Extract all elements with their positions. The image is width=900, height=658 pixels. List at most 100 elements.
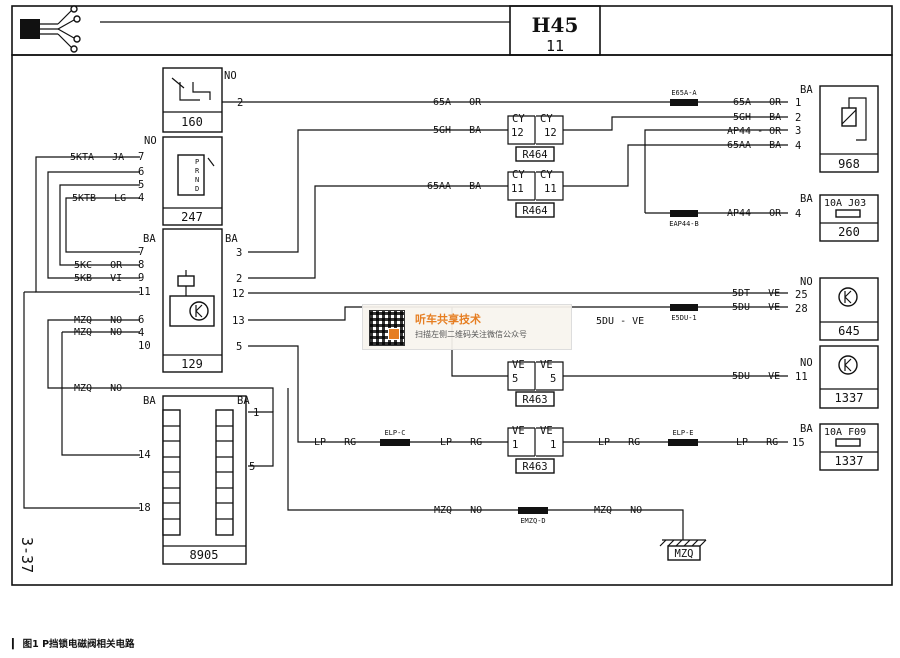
svg-text:1: 1 bbox=[253, 407, 259, 419]
svg-text:5GH - BA: 5GH - BA bbox=[433, 125, 481, 136]
svg-text:4: 4 bbox=[795, 208, 801, 220]
svg-text:AP44 - OR: AP44 - OR bbox=[727, 208, 782, 219]
svg-text:BA: BA bbox=[800, 423, 813, 435]
splice-E5DU-1: E5DU-1 bbox=[670, 304, 698, 322]
splice-EMZQ-D: EMZQ-D bbox=[518, 507, 548, 525]
svg-text:MZQ - NO: MZQ - NO bbox=[434, 505, 482, 516]
svg-text:247: 247 bbox=[181, 210, 203, 224]
svg-text:65A - OR: 65A - OR bbox=[433, 97, 482, 108]
splice-EAP44-B: EAP44-B bbox=[669, 210, 699, 228]
svg-text:12: 12 bbox=[544, 127, 557, 139]
svg-text:2: 2 bbox=[236, 273, 242, 285]
svg-text:160: 160 bbox=[181, 115, 203, 129]
figure-caption: ▎ 图1 P挡锁电磁阀相关电路 bbox=[12, 636, 135, 650]
sheet-number: 11 bbox=[546, 37, 564, 55]
connector-r464-12: CY 12 CY 12 R464 bbox=[507, 113, 564, 162]
svg-text:8905: 8905 bbox=[190, 548, 219, 562]
svg-text:BA: BA bbox=[143, 395, 156, 407]
svg-text:12: 12 bbox=[511, 127, 524, 139]
wire-labels: 5KTA - JA 5KTB - LG 5KC - OR 5KB - VI MZ… bbox=[70, 97, 782, 516]
component-247: 247 P R N D NO 7 6 5 4 bbox=[138, 135, 223, 226]
svg-text:LP - RG: LP - RG bbox=[314, 437, 356, 448]
svg-text:CY: CY bbox=[512, 169, 525, 181]
svg-text:5: 5 bbox=[550, 373, 556, 385]
svg-text:129: 129 bbox=[181, 357, 203, 371]
svg-text:R464: R464 bbox=[522, 149, 547, 161]
svg-text:5: 5 bbox=[512, 373, 518, 385]
component-645: 645 NO 25 28 bbox=[795, 276, 879, 341]
figure-number: 图1 bbox=[22, 639, 39, 650]
svg-text:LP - RG: LP - RG bbox=[440, 437, 482, 448]
svg-text:ELP-C: ELP-C bbox=[384, 429, 405, 437]
side-reference: 3-37 bbox=[18, 537, 36, 573]
svg-text:BA: BA bbox=[800, 84, 813, 96]
svg-text:NO: NO bbox=[144, 135, 157, 147]
svg-text:MZQ - NO: MZQ - NO bbox=[594, 505, 642, 516]
svg-text:LP - RG: LP - RG bbox=[736, 437, 778, 448]
svg-text:CY: CY bbox=[512, 113, 525, 125]
svg-text:4: 4 bbox=[795, 140, 801, 152]
svg-text:R464: R464 bbox=[522, 205, 547, 217]
svg-text:R463: R463 bbox=[522, 461, 547, 473]
svg-text:65AA - BA: 65AA - BA bbox=[727, 140, 781, 151]
svg-text:BA: BA bbox=[800, 193, 813, 205]
svg-text:14: 14 bbox=[138, 449, 151, 461]
component-1337-upper: 1337 NO 11 bbox=[795, 345, 879, 409]
svg-text:P: P bbox=[195, 158, 199, 166]
ground-mzq: MZQ bbox=[659, 539, 707, 561]
svg-text:1: 1 bbox=[550, 439, 556, 451]
svg-text:65AA - BA: 65AA - BA bbox=[427, 181, 481, 192]
figure-title: P挡锁电磁阀相关电路 bbox=[42, 639, 135, 650]
svg-text:5KTB - LG: 5KTB - LG bbox=[72, 193, 126, 204]
svg-text:7: 7 bbox=[138, 246, 144, 258]
svg-text:645: 645 bbox=[838, 324, 860, 338]
svg-text:9: 9 bbox=[138, 272, 144, 284]
svg-text:5KTA - JA: 5KTA - JA bbox=[70, 152, 124, 163]
svg-text:5: 5 bbox=[236, 341, 242, 353]
svg-text:VE: VE bbox=[540, 359, 553, 371]
splice-ELP-E: ELP-E bbox=[668, 429, 698, 446]
component-260: 260 10A J03 BA 4 bbox=[795, 193, 879, 242]
header-frame bbox=[11, 5, 893, 56]
splice-E65A-A: E65A-A bbox=[670, 89, 698, 106]
svg-text:18: 18 bbox=[138, 502, 151, 514]
component-1337-lower: 1337 10A F09 BA 15 bbox=[792, 423, 879, 471]
svg-text:5GH - BA: 5GH - BA bbox=[733, 112, 781, 123]
svg-text:EMZQ-D: EMZQ-D bbox=[520, 517, 545, 525]
svg-text:5KC - OR: 5KC - OR bbox=[74, 260, 123, 271]
svg-text:MZQ - NO: MZQ - NO bbox=[74, 383, 122, 394]
harness-logo bbox=[20, 5, 81, 53]
svg-text:15: 15 bbox=[792, 437, 805, 449]
component-160: 160 NO 2 bbox=[162, 67, 243, 133]
svg-text:11: 11 bbox=[795, 371, 808, 383]
wires bbox=[23, 101, 788, 540]
main-frame bbox=[11, 54, 893, 586]
svg-text:E5DU-1: E5DU-1 bbox=[671, 314, 696, 322]
svg-text:LP - RG: LP - RG bbox=[598, 437, 640, 448]
svg-text:MZQ - NO: MZQ - NO bbox=[74, 315, 122, 326]
svg-text:11: 11 bbox=[544, 183, 557, 195]
svg-text:12: 12 bbox=[232, 288, 245, 300]
svg-text:E65A-A: E65A-A bbox=[671, 89, 697, 97]
svg-text:3: 3 bbox=[236, 247, 242, 259]
svg-text:N: N bbox=[195, 176, 199, 184]
svg-text:7: 7 bbox=[138, 151, 144, 163]
svg-text:10A F09: 10A F09 bbox=[824, 427, 866, 438]
svg-text:ELP-E: ELP-E bbox=[672, 429, 693, 437]
svg-text:1: 1 bbox=[795, 97, 801, 109]
svg-text:1337: 1337 bbox=[835, 454, 864, 468]
svg-text:D: D bbox=[195, 185, 199, 193]
svg-text:11: 11 bbox=[511, 183, 524, 195]
figure-marker: ▎ bbox=[12, 639, 23, 650]
svg-text:VE: VE bbox=[512, 359, 525, 371]
svg-text:MZQ: MZQ bbox=[675, 548, 694, 560]
svg-text:8: 8 bbox=[138, 259, 144, 271]
svg-text:NO: NO bbox=[800, 276, 813, 288]
svg-text:5DT - VE: 5DT - VE bbox=[732, 288, 780, 299]
svg-text:11: 11 bbox=[138, 286, 151, 298]
svg-text:1337: 1337 bbox=[835, 391, 864, 405]
diagram-code: H45 bbox=[532, 13, 579, 37]
svg-text:6: 6 bbox=[138, 314, 144, 326]
svg-text:5: 5 bbox=[249, 461, 255, 473]
